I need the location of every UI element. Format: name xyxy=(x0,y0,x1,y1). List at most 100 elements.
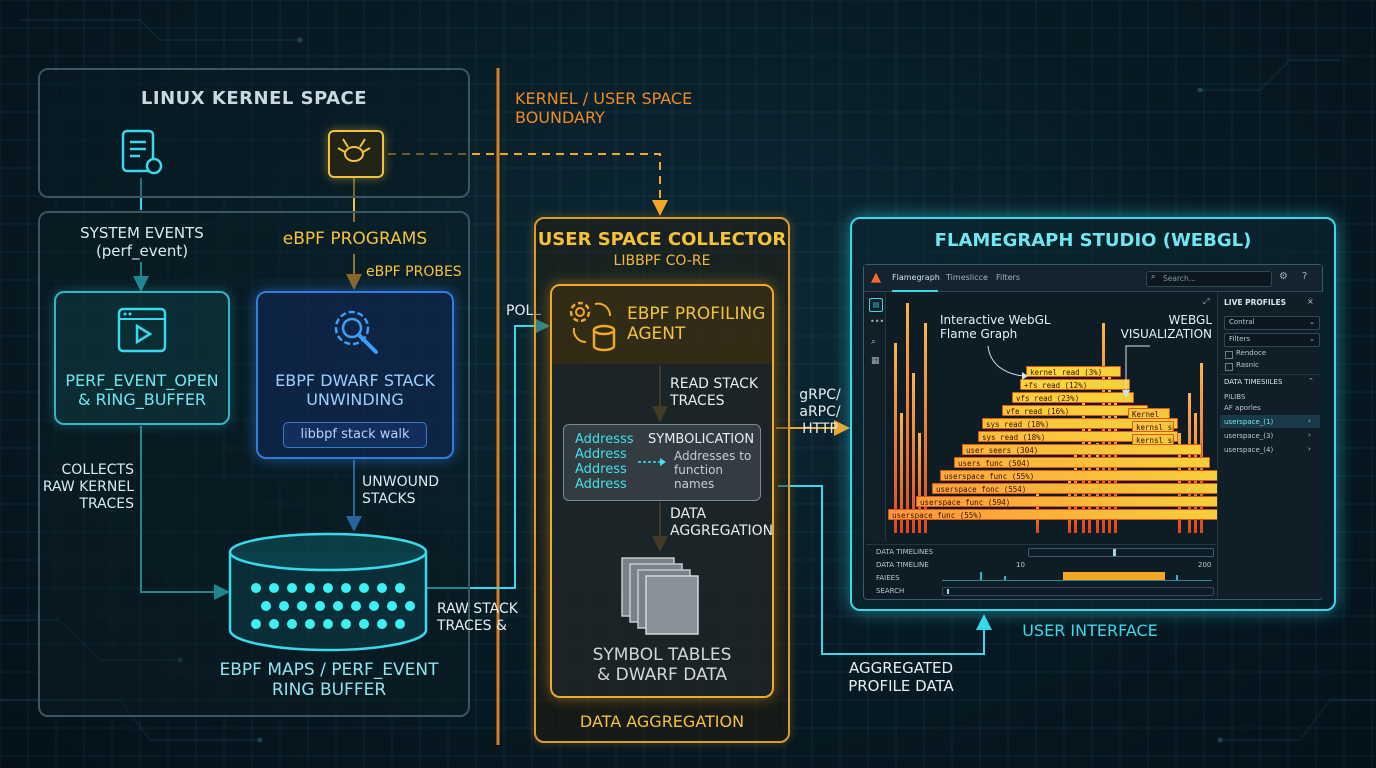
search-input-box[interactable]: ⌕ Search... xyxy=(1146,271,1272,287)
checkbox-rendoce[interactable] xyxy=(1225,351,1233,359)
search-icon: ⌕ xyxy=(1151,272,1156,281)
flame-bar[interactable]: userspace_fonc (554) xyxy=(932,483,1230,494)
checkbox-rendoce-label: Rendoce xyxy=(1236,349,1267,357)
collector-title: USER SPACE COLLECTOR xyxy=(537,229,787,250)
perf-event-open-box xyxy=(54,291,230,425)
expand-icon[interactable]: ⤢ xyxy=(1203,297,1210,306)
ebpf-bee-icon xyxy=(328,130,384,178)
flame-bar-right[interactable]: kernsl_sp xyxy=(1132,421,1174,432)
user-interface-label: USER INTERFACE xyxy=(1022,621,1158,640)
close-sidebar-icon[interactable]: × xyxy=(1307,297,1314,306)
kernel-space-title: LINUX KERNEL SPACE xyxy=(140,88,368,109)
annotation-arrow-right xyxy=(1122,345,1150,398)
search-placeholder: Search... xyxy=(1163,274,1196,283)
timeline-range-handle[interactable] xyxy=(1113,549,1116,556)
flame-bar[interactable]: vfs_read (23%) xyxy=(1012,392,1134,403)
symbol-tables-label: SYMBOL TABLES& DWARF DATA xyxy=(592,645,732,686)
flame-bar-right[interactable]: kernsl_sp xyxy=(1132,434,1174,445)
settings-gear-icon[interactable]: ⚙ xyxy=(1279,271,1288,282)
flame-spike xyxy=(894,343,897,533)
sidebar-item-selected-bg xyxy=(1220,415,1320,428)
help-icon[interactable]: ? xyxy=(1302,271,1308,282)
chevron-right-icon: › xyxy=(1308,445,1311,453)
zoom-search-icon[interactable]: ⌕ xyxy=(871,337,877,347)
address-arrow xyxy=(638,458,666,466)
flame-spike xyxy=(1082,403,1085,533)
flame-graph-area[interactable]: kernel_read (3%) +fs_read (12%) vfs_read (… xyxy=(888,293,1230,543)
collector-subtitle: LIBBPF CO-RE xyxy=(613,253,711,269)
timeline-activity-bars[interactable] xyxy=(942,570,1212,582)
control-select[interactable]: Contral⌄ xyxy=(1224,316,1320,330)
annotation-arrow-left xyxy=(987,345,1028,380)
filters-select[interactable]: Filters⌄ xyxy=(1224,333,1320,347)
flame-bar[interactable]: users_func (504) xyxy=(954,457,1210,468)
ebpf-programs-label: eBPF PROGRAMS xyxy=(282,229,428,249)
agent-header-band xyxy=(552,286,772,364)
timeline-range-slider[interactable] xyxy=(1028,548,1214,557)
collector-footer: DATA AGGREGATION xyxy=(579,712,745,731)
flame-logo-icon: ▲ xyxy=(871,270,881,285)
flame-bar[interactable]: userspace_func (55%) xyxy=(940,470,1222,481)
flame-spike xyxy=(924,323,927,533)
studio-left-toolbar xyxy=(865,292,886,542)
sidebar-item-userspace-1[interactable]: userspace_(1) xyxy=(1224,418,1274,426)
more-dots-icon[interactable]: ••• xyxy=(870,317,885,326)
arrow-perf-to-maps xyxy=(140,426,230,600)
flame-bar[interactable]: userspace_func (55%) xyxy=(888,509,1222,520)
filters-select-value: Filters xyxy=(1229,335,1250,343)
timeline-tick-start: 10 xyxy=(1016,561,1025,569)
tab-filters[interactable]: Filters xyxy=(996,273,1020,282)
symbolication-label: SYMBOLICATION xyxy=(648,432,755,447)
flame-bar[interactable]: +fs_read (12%) xyxy=(1020,379,1130,390)
live-profiles-title: LIVE PROFILES xyxy=(1224,298,1286,307)
studio-title: FLAMEGRAPH STUDIO (WEBGL) xyxy=(934,230,1252,251)
tab-flamegraph[interactable]: Flamegraph xyxy=(892,268,940,292)
libbpf-stack-walk-tag: libbpf stack walk xyxy=(283,422,427,448)
timeline-tick-end: 200 xyxy=(1198,561,1212,569)
timeline-row-2: DATA TIMELINE xyxy=(876,561,929,569)
grpc-label: gRPC/aRPC/HTTP xyxy=(799,387,841,437)
flame-bar[interactable]: kernel_read (3%) xyxy=(1026,366,1121,377)
arrow-programs-to-collector xyxy=(388,153,668,216)
play-window-icon xyxy=(117,307,167,353)
timeline-divider xyxy=(866,544,1216,545)
tab-timeslice[interactable]: Timeslicce xyxy=(946,273,988,282)
sidebar-item-userspace-4[interactable]: userspace_(4) xyxy=(1224,446,1274,454)
flame-spike xyxy=(1114,403,1117,533)
timeline-row-4: SEARCH xyxy=(876,587,905,595)
checkbox-rasnic[interactable] xyxy=(1225,363,1233,371)
data-timesiles-section: DATA TIMESIILES xyxy=(1224,378,1283,386)
flame-bar[interactable]: vfe_read (16%) xyxy=(1002,405,1148,416)
perf-event-open-label: PERF_EVENT_OPEN& RING_BUFFER xyxy=(65,371,219,410)
flame-bar[interactable]: user_seers (304) xyxy=(962,444,1202,455)
sidebar-divider xyxy=(1220,374,1320,375)
document-gear-icon xyxy=(121,129,163,175)
flame-bar[interactable]: userspace_func (594) xyxy=(916,496,1224,507)
flame-spike xyxy=(912,373,915,533)
flame-bar-right[interactable]: Kernel xyxy=(1128,408,1170,419)
flamegraph-view-icon[interactable]: ▤ xyxy=(869,298,883,312)
chevron-right-icon: › xyxy=(1308,417,1311,425)
ebpf-probes-label: eBPF PROBES xyxy=(366,264,462,280)
pilibs-label: PILIBS xyxy=(1224,393,1246,401)
chevron-up-icon[interactable]: ⌃ xyxy=(1308,377,1314,385)
layout-icon[interactable]: ▦ xyxy=(871,356,880,366)
arrow-aggregated-to-ui xyxy=(778,485,992,655)
flame-bar[interactable]: sys_read (18%) xyxy=(982,418,1178,429)
timeline-search-bar[interactable] xyxy=(942,587,1214,596)
flame-bar[interactable]: sys_read (18%) xyxy=(978,431,1178,442)
sidebar-item-userspace-3[interactable]: userspace_(3) xyxy=(1224,432,1274,440)
